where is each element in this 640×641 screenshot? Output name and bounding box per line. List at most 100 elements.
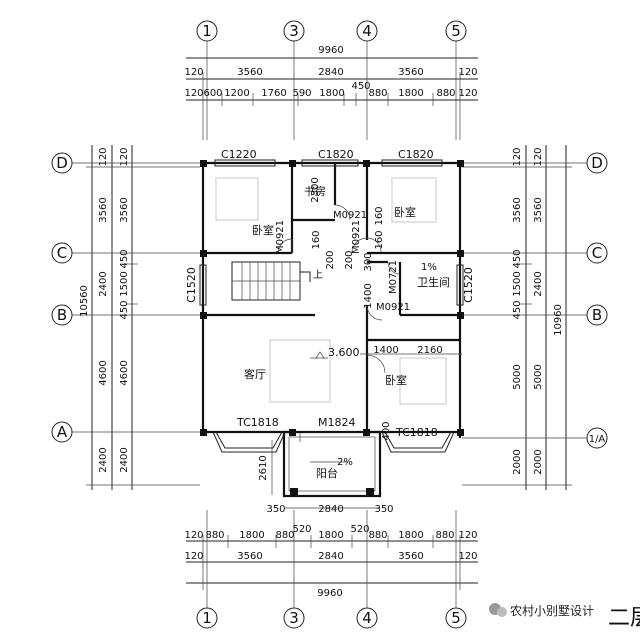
- axis-label-D-left: D: [56, 154, 68, 172]
- left-axis-bubbles: D C B A: [51, 152, 73, 443]
- bottom-r2-d2: 2840: [318, 551, 343, 562]
- plan-windows: [199, 159, 464, 453]
- slope-1: 1%: [421, 262, 437, 273]
- dim-1400-a: 1400: [363, 283, 374, 308]
- top-r1-d2: 2840: [318, 67, 343, 78]
- window-c1820-b: [381, 159, 443, 167]
- window-c1820-a: [301, 159, 359, 167]
- right-dimension-lines: [462, 145, 587, 490]
- dim-1400-b: 1400: [373, 345, 398, 356]
- axis-label-3-bottom: 3: [289, 609, 299, 627]
- top-r2-d9: 880: [436, 88, 455, 99]
- room-bedroom-3: 卧室: [385, 373, 407, 387]
- bottom-r2-d3: 3560: [398, 551, 423, 562]
- axis-label-1-bottom: 1: [202, 609, 212, 627]
- bottom-r1-d5: 1800: [318, 530, 343, 541]
- floor-title: 二层: [608, 606, 640, 631]
- bottom-row1-dims: 120 880 1800 880 520 1800 520 880 1800 8…: [184, 524, 477, 541]
- bay-window-left: [212, 431, 286, 453]
- top-total-dim: 9960: [318, 45, 343, 56]
- left-a-d0: 120: [98, 147, 109, 166]
- opening-labels: C1220 C1820 C1820 C1520 C1520 TC1818 TC1…: [185, 148, 475, 439]
- left-b-d5: 4600: [119, 360, 130, 385]
- left-a-d4: 2400: [98, 447, 109, 472]
- window-c1220: [214, 159, 276, 167]
- top-r2-d7: 880: [368, 88, 387, 99]
- bottom-r1-d1: 880: [205, 530, 224, 541]
- room-names: 卧室 书房 卧室 卫生间 客厅 卧室 阳台: [244, 185, 450, 480]
- balcony-dim-2: 350: [374, 504, 393, 515]
- dim-400: 400: [381, 421, 392, 440]
- room-balcony: 阳台: [316, 466, 338, 480]
- watermark-text: 农村小别墅设计: [510, 604, 594, 618]
- axis-label-5-bottom: 5: [451, 609, 461, 627]
- axis-label-B-left: B: [57, 306, 67, 324]
- left-b-d2: 450: [119, 249, 130, 268]
- bottom-r1-d8: 1800: [398, 530, 423, 541]
- label-c1520-right: C1520: [462, 267, 475, 303]
- balcony: [282, 430, 382, 498]
- stair-up: 上: [313, 269, 323, 281]
- right-b-d2: 450: [512, 249, 523, 268]
- axis-label-B-right: B: [592, 306, 602, 324]
- room-study: 书房: [304, 185, 326, 198]
- axis-label-4-bottom: 4: [362, 609, 372, 627]
- top-r2-d4: 590: [292, 88, 311, 99]
- label-c1820-a: C1820: [318, 148, 354, 161]
- dim-2300: 2300: [310, 177, 321, 202]
- left-b-d0: 120: [119, 147, 130, 166]
- dim-160-c: 160: [374, 230, 385, 249]
- bay-window-right: [381, 431, 455, 453]
- top-r1-d3: 3560: [398, 67, 423, 78]
- right-a-d4: 2000: [533, 449, 544, 474]
- bottom-row2-dims: 120 3560 2840 3560 120: [184, 551, 477, 562]
- right-a-d3: 5000: [533, 364, 544, 389]
- axis-label-1-top: 1: [202, 22, 212, 40]
- bottom-r2-d0: 120: [184, 551, 203, 562]
- right-total-dim: 10960: [553, 304, 564, 336]
- label-m0721: M0721: [388, 260, 399, 294]
- right-dims: 10960 120 3560 450 1500 450 5000 2000 12…: [512, 147, 564, 474]
- left-dimension-lines: [72, 145, 200, 490]
- staircase: [231, 261, 311, 301]
- bottom-r1-d0: 120: [184, 530, 203, 541]
- left-b-d1: 3560: [119, 197, 130, 222]
- dim-160-a: 160: [311, 230, 322, 249]
- right-a-d2: 2400: [533, 271, 544, 296]
- top-r2-d6: 450: [351, 81, 370, 92]
- top-row1-dims: 120 3560 2840 3560 120: [184, 67, 477, 78]
- top-row2-dims: 120 600 1200 1760 590 1800 450 880 1800 …: [184, 81, 477, 99]
- axis-label-3-top: 3: [289, 22, 299, 40]
- bottom-dimension-lines: [186, 507, 478, 608]
- axis-label-1A-right: 1/A: [589, 434, 606, 445]
- room-bathroom: 卫生间: [417, 275, 450, 289]
- left-a-d2: 2400: [98, 271, 109, 296]
- top-r2-d5: 1800: [319, 88, 344, 99]
- right-b-d0: 120: [512, 147, 523, 166]
- bottom-r1-d3: 880: [275, 530, 294, 541]
- axis-label-5-top: 5: [451, 22, 461, 40]
- top-r2-d8: 1800: [398, 88, 423, 99]
- dim-200-b: 200: [344, 250, 355, 269]
- window-c1520-left: [199, 264, 207, 306]
- bottom-r2-d4: 120: [458, 551, 477, 562]
- label-tc1818-right: TC1818: [395, 426, 438, 439]
- dim-2610: 2610: [258, 455, 269, 480]
- room-living: 客厅: [244, 367, 266, 381]
- top-r2-d10: 120: [458, 88, 477, 99]
- top-r2-d2: 1200: [224, 88, 249, 99]
- watermark: 农村小别墅设计 二层: [489, 603, 640, 631]
- bottom-r1-d10: 120: [458, 530, 477, 541]
- slope-2: 2%: [337, 457, 353, 468]
- top-dimension-lines: [186, 41, 478, 140]
- right-b-d1: 3560: [512, 197, 523, 222]
- top-r1-d0: 120: [184, 67, 203, 78]
- axis-label-C-left: C: [57, 244, 67, 262]
- left-a-d3: 4600: [98, 360, 109, 385]
- right-a-d1: 3560: [533, 197, 544, 222]
- room-bedroom-1: 卧室: [252, 223, 274, 237]
- bottom-r1-d4: 520: [292, 524, 311, 535]
- left-dims: 10560 120 3560 2400 4600 2400 120 3560 4…: [79, 147, 130, 472]
- left-b-d3: 1500: [119, 271, 130, 296]
